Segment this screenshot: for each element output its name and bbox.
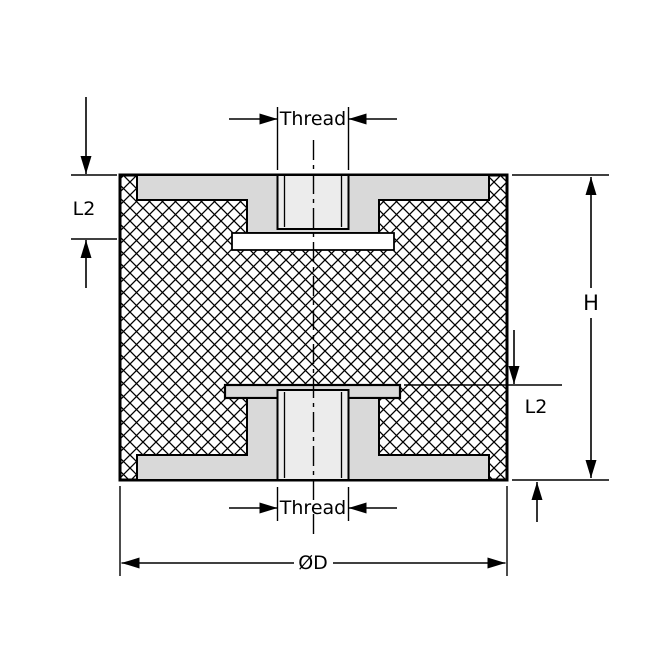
l2-right-label: L2 — [525, 396, 548, 418]
thread-bottom-label: Thread — [279, 497, 346, 519]
dim-height: H — [512, 174, 609, 481]
l2-left-label: L2 — [73, 198, 96, 220]
dim-thread-bottom: Thread — [229, 487, 397, 521]
diameter-label: ØD — [298, 552, 328, 574]
dim-l2-left: L2 — [71, 97, 117, 288]
thread-top-label: Thread — [279, 108, 346, 130]
height-label: H — [583, 291, 599, 315]
dim-diameter: ØD — [119, 486, 508, 576]
dim-thread-top: Thread — [229, 107, 397, 170]
dim-l2-right: L2 — [404, 330, 562, 522]
